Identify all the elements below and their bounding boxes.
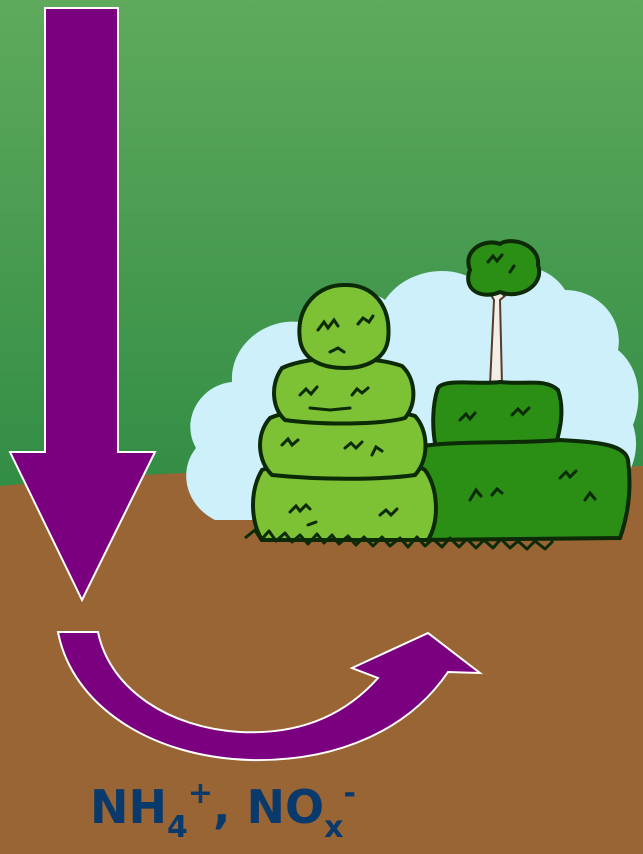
formula-separator: , [213, 780, 247, 834]
ammonium-subscript: 4 [167, 810, 188, 845]
nitrogen-oxide-charge: - [343, 776, 355, 811]
ammonium-charge: + [188, 776, 213, 811]
nitrogen-oxide-symbol: NO [247, 780, 325, 834]
nitrogen-species-label: NH4+, NOx- [90, 784, 490, 854]
ammonium-symbol: NH [90, 780, 167, 834]
hedge-lower [412, 440, 630, 540]
tree-crown [468, 241, 539, 295]
topiary-top [299, 285, 388, 368]
nitrogen-oxide-subscript: x [324, 810, 343, 845]
hedge-upper [433, 382, 561, 448]
